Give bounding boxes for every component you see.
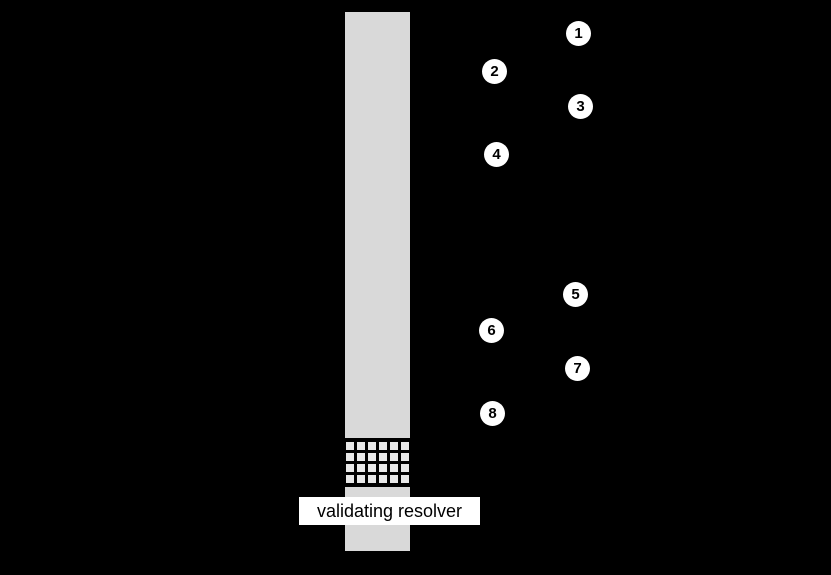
grid-cell bbox=[368, 475, 376, 483]
grid-cell bbox=[346, 453, 354, 461]
grid-cell bbox=[379, 464, 387, 472]
grid-cell bbox=[379, 453, 387, 461]
validating-resolver-label: validating resolver bbox=[299, 497, 480, 525]
step-marker-4: 4 bbox=[484, 142, 509, 167]
grid-cell bbox=[401, 453, 409, 461]
step-marker-1: 1 bbox=[566, 21, 591, 46]
grid-cell bbox=[401, 475, 409, 483]
grid-cell bbox=[346, 475, 354, 483]
grid-cell bbox=[368, 453, 376, 461]
grid-cell bbox=[401, 442, 409, 450]
grid-cell bbox=[368, 464, 376, 472]
grid-cell bbox=[390, 475, 398, 483]
resolver-grid-pattern bbox=[346, 442, 409, 483]
grid-cell bbox=[401, 464, 409, 472]
step-marker-6: 6 bbox=[479, 318, 504, 343]
grid-cell bbox=[379, 475, 387, 483]
grid-cell bbox=[357, 442, 365, 450]
grid-cell bbox=[390, 453, 398, 461]
grid-cell bbox=[379, 442, 387, 450]
step-marker-8: 8 bbox=[480, 401, 505, 426]
grid-cell bbox=[390, 464, 398, 472]
step-marker-2: 2 bbox=[482, 59, 507, 84]
grid-cell bbox=[368, 442, 376, 450]
grid-cell bbox=[357, 464, 365, 472]
grid-cell bbox=[346, 464, 354, 472]
step-marker-3: 3 bbox=[568, 94, 593, 119]
grid-cell bbox=[357, 453, 365, 461]
grid-cell bbox=[357, 475, 365, 483]
resolver-bar bbox=[345, 12, 410, 438]
grid-cell bbox=[390, 442, 398, 450]
step-marker-7: 7 bbox=[565, 356, 590, 381]
grid-cell bbox=[346, 442, 354, 450]
step-marker-5: 5 bbox=[563, 282, 588, 307]
